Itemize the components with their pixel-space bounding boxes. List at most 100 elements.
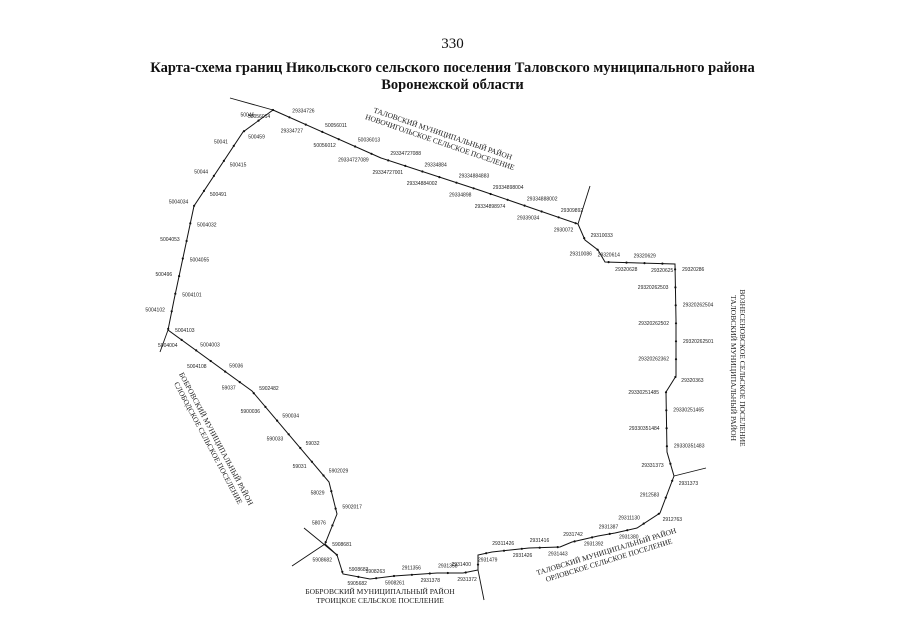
boundary-point-label: 29320625 [651, 268, 673, 274]
boundary-point-marker [671, 479, 674, 482]
boundary-point-label: 50036013 [358, 138, 380, 144]
boundary-point-marker [472, 187, 475, 190]
boundary-point-label: 590034 [282, 414, 299, 420]
boundary-point-label: 2931387 [599, 525, 619, 531]
boundary-point-marker [642, 522, 645, 525]
boundary-point-label: 29320363 [681, 378, 703, 384]
boundary-point-label: 29310086 [570, 251, 592, 257]
boundary-stub-north-west [159, 97, 707, 601]
boundary-point-marker [674, 375, 677, 379]
boundary-point-label: 2931358 [438, 564, 458, 570]
boundary-point-label: 29334726 [292, 108, 314, 114]
map-title: Карта-схема границ Никольского сельского… [0, 60, 905, 94]
boundary-point-label: 50044 [194, 170, 208, 176]
boundary-point-label: 500415 [230, 162, 247, 168]
boundary-point-label: 5908261 [385, 580, 405, 586]
boundary-point-label: 5908681 [332, 542, 352, 548]
boundary-point-label: 2931400 [452, 562, 472, 568]
boundary-point-marker [674, 358, 678, 361]
boundary-point-label: 5004034 [169, 200, 189, 206]
boundary-point-label: 29334888002 [527, 197, 558, 203]
boundary-point-label: 5004101 [182, 293, 202, 299]
boundary-point-label: 2931443 [548, 552, 568, 558]
boundary-point-label: 29320262503 [638, 285, 669, 291]
boundary-point-marker [180, 338, 183, 341]
boundary-point-label: 29334898974 [475, 204, 506, 210]
neighbor-label-south: БОБРОВСКИЙ МУНИЦИПАЛЬНЫЙ РАЙОН ТРОИЦКОЕ … [305, 587, 455, 605]
boundary-point-marker [370, 152, 373, 155]
boundary-point-marker [178, 275, 181, 278]
boundary-point-marker [410, 573, 413, 576]
boundary-point-marker [209, 359, 212, 363]
boundary-point-marker [276, 419, 279, 422]
boundary-point-label: 29334898 [449, 192, 471, 198]
boundary-point-marker [557, 216, 560, 219]
boundary-point-marker [607, 261, 610, 264]
boundary-point-label: 29339034 [517, 216, 539, 222]
boundary-point-label: 58029 [311, 490, 325, 496]
boundary-point-label: 29334884002 [407, 181, 438, 187]
boundary-point-marker [185, 239, 188, 243]
boundary-point-label: 5004055 [190, 258, 210, 264]
boundary-point-marker [476, 563, 480, 566]
boundary-point-label: 500496 [156, 272, 173, 278]
boundary-point-label: 590033 [267, 436, 284, 442]
boundary-point-marker [506, 198, 509, 201]
boundary-point-marker [664, 496, 667, 499]
neighbor-label-west-line1: БОБРОВСКИЙ МУНИЦИПАЛЬНЫЙ РАЙОН [177, 371, 255, 508]
boundary-point-label: 58076 [312, 520, 326, 526]
boundary-point-marker [657, 512, 660, 515]
boundary-point-label: 29334884 [425, 162, 447, 168]
boundary-point-marker [591, 536, 594, 539]
boundary-point-marker [455, 181, 458, 184]
boundary-point-marker [271, 108, 275, 112]
boundary-point-label: 5902482 [259, 386, 279, 392]
boundary-point-label: 29320628 [615, 267, 637, 273]
boundary-point-marker [665, 445, 669, 448]
boundary-point-marker [573, 540, 576, 543]
boundary-point-label: 29311426 [492, 541, 514, 547]
boundary-point-marker [299, 446, 302, 450]
boundary-point-label: 29320286 [682, 267, 704, 273]
boundary-point-label: 29331373 [641, 463, 663, 469]
boundary-point-label: 29330251485 [628, 390, 659, 396]
boundary-point-marker [331, 524, 334, 527]
boundary-point-label: 2931373 [679, 481, 699, 487]
boundary-point-label: 5902017 [342, 504, 362, 510]
boundary-point-marker [538, 546, 541, 549]
boundary-point-label: 5900036 [241, 409, 261, 415]
boundary-point-marker [252, 392, 255, 395]
boundary-point-label: 5902029 [329, 468, 349, 474]
boundary-point-marker [428, 572, 431, 575]
boundary-point-marker [232, 144, 235, 147]
boundary-point-marker [664, 391, 668, 394]
boundary-point-label: 29309892 [561, 208, 583, 214]
boundary-point-label: 50056012 [314, 143, 336, 149]
boundary-point-label: 50041 [214, 140, 228, 146]
boundary-point-label: 29320629 [634, 254, 656, 260]
boundary-point-label: 50046 [240, 113, 254, 119]
boundary-point-layer: 5805601429334726293347275005601150056012… [145, 108, 713, 587]
boundary-point-marker [674, 322, 678, 325]
boundary-point-label: 29334727001 [373, 170, 404, 176]
boundary-point-marker [464, 571, 467, 574]
boundary-point-marker [354, 145, 357, 148]
boundary-point-label: 29334727089 [338, 158, 369, 164]
boundary-point-marker [330, 490, 333, 493]
boundary-point-label: 59036 [229, 363, 243, 369]
boundary-point-label: 5004032 [197, 222, 217, 228]
boundary-point-marker [181, 257, 184, 260]
boundary-point-label: 2931742 [563, 532, 583, 538]
boundary-point-marker [189, 222, 192, 225]
boundary-point-label: 5004053 [160, 237, 180, 243]
boundary-point-marker [375, 577, 378, 580]
boundary-point-label: 5908683 [349, 567, 369, 573]
boundary-point-marker [421, 170, 424, 173]
boundary-point-label: 29334727 [281, 129, 303, 135]
boundary-point-label: 29330251465 [673, 408, 704, 414]
boundary-point-marker [404, 164, 407, 167]
boundary-point-marker [224, 370, 227, 373]
boundary-point-label: 2912763 [663, 517, 683, 523]
boundary-point-label: 50056011 [325, 123, 347, 129]
boundary-point-marker [489, 192, 492, 196]
